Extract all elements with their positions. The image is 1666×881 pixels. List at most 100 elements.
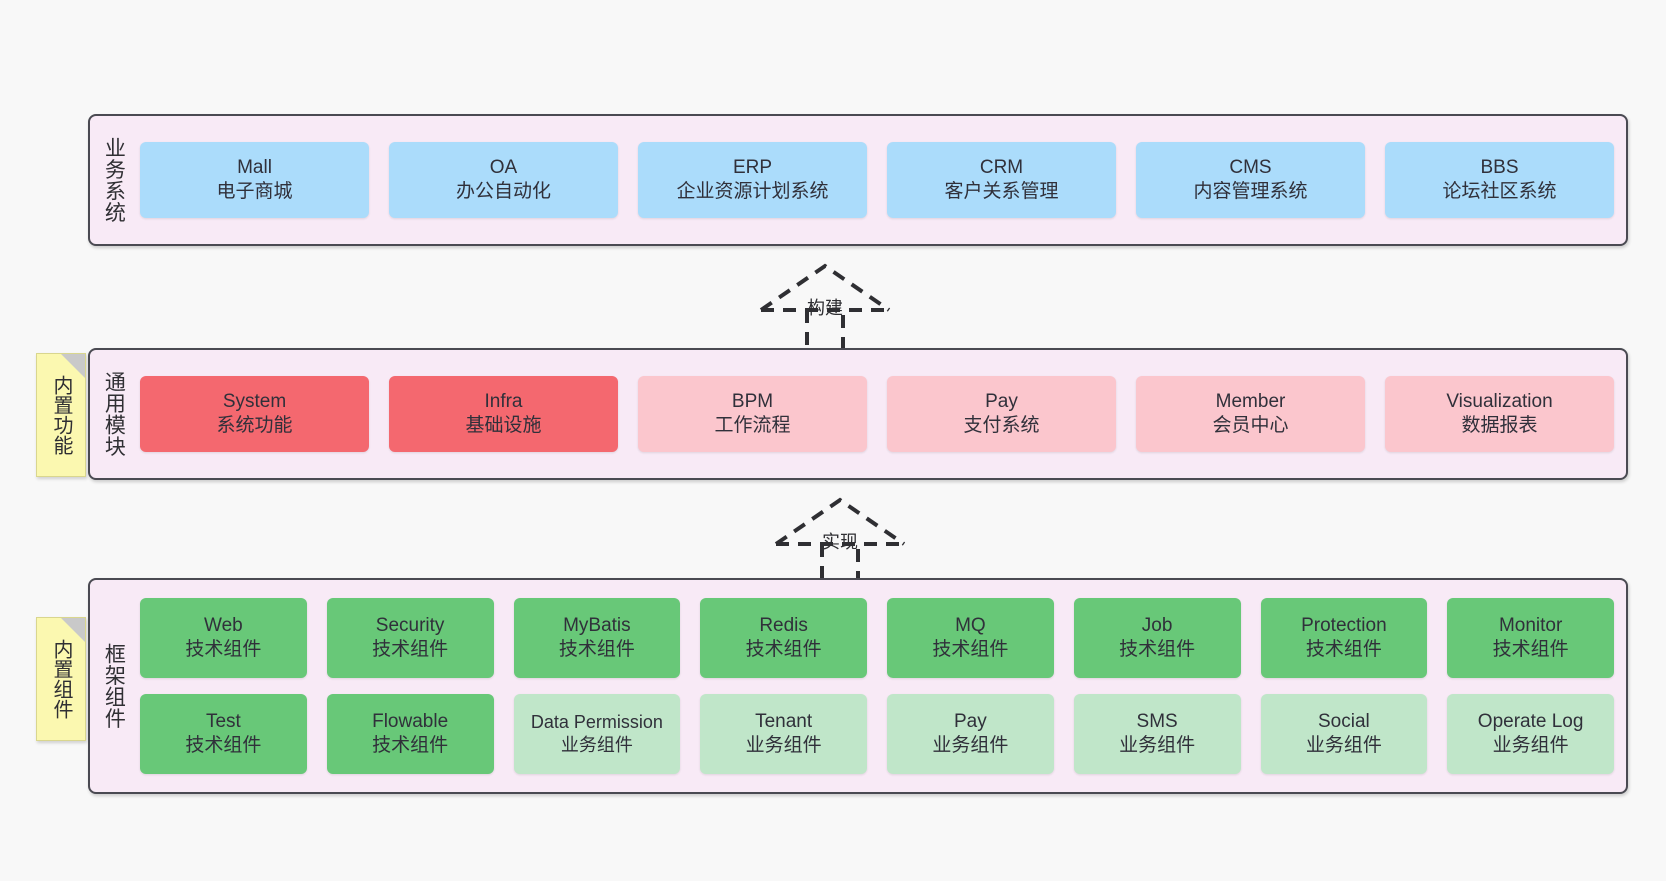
node-tenant[interactable]: Tenant 业务组件 (700, 694, 867, 774)
node-title: Protection (1301, 615, 1387, 637)
node-title: Data Permission (530, 712, 663, 733)
node-system[interactable]: System 系统功能 (140, 376, 369, 452)
node-title: Member (1215, 391, 1286, 413)
node-erp[interactable]: ERP 企业资源计划系统 (638, 142, 867, 218)
node-title: OA (489, 157, 518, 179)
node-title: CRM (979, 157, 1024, 179)
node-pay-component[interactable]: Pay 业务组件 (887, 694, 1054, 774)
node-title: BPM (731, 391, 774, 413)
node-title: Monitor (1498, 615, 1563, 637)
node-subtitle: 基础设施 (465, 415, 542, 436)
node-title: MyBatis (563, 615, 631, 637)
node-title: BBS (1480, 157, 1519, 179)
node-data-permission[interactable]: Data Permission 业务组件 (513, 694, 681, 774)
layer-body-framework-components: Web 技术组件 Security 技术组件 MyBatis 技术组件 Redi… (136, 580, 1626, 792)
node-subtitle: 技术组件 (558, 639, 635, 660)
node-subtitle: 技术组件 (372, 639, 449, 660)
node-subtitle: 系统功能 (216, 415, 293, 436)
node-mq[interactable]: MQ 技术组件 (887, 598, 1054, 678)
connector-implement-label: 实现 (822, 532, 858, 552)
node-flowable[interactable]: Flowable 技术组件 (326, 694, 494, 774)
node-title: Web (204, 615, 243, 637)
node-subtitle: 技术组件 (185, 735, 262, 756)
node-subtitle: 办公自动化 (455, 181, 551, 202)
connector-build-label: 构建 (807, 298, 843, 318)
node-member[interactable]: Member 会员中心 (1136, 376, 1365, 452)
node-title: MQ (955, 615, 986, 637)
node-subtitle: 技术组件 (1305, 639, 1382, 660)
node-title: Infra (484, 391, 523, 413)
note-label: 内置组件 (50, 639, 72, 719)
node-title: CMS (1229, 157, 1272, 179)
node-subtitle: 论坛社区系统 (1442, 181, 1557, 202)
node-title: SMS (1136, 711, 1178, 733)
node-operate-log[interactable]: Operate Log 业务组件 (1447, 694, 1614, 774)
node-social[interactable]: Social 业务组件 (1260, 694, 1428, 774)
node-title: ERP (732, 157, 773, 179)
node-mall[interactable]: Mall 电子商城 (140, 142, 369, 218)
node-subtitle: 业务组件 (932, 735, 1009, 756)
node-visualization[interactable]: Visualization 数据报表 (1385, 376, 1614, 452)
layer-business-systems: 业务系统 Mall 电子商城 OA 办公自动化 ERP 企业资源计划系统 CRM… (88, 114, 1628, 246)
node-title: Mall (237, 157, 272, 179)
node-title: Pay (985, 391, 1018, 413)
note-label: 内置功能 (50, 375, 72, 455)
node-crm[interactable]: CRM 客户关系管理 (887, 142, 1116, 218)
node-title: Flowable (372, 711, 449, 733)
node-subtitle: 技术组件 (1119, 639, 1196, 660)
node-sms[interactable]: SMS 业务组件 (1073, 694, 1241, 774)
layer-common-modules: 通用模块 System 系统功能 Infra 基础设施 BPM 工作流程 Pay… (88, 348, 1628, 480)
node-pay[interactable]: Pay 支付系统 (887, 376, 1116, 452)
node-title: System (222, 391, 287, 413)
node-subtitle: 电子商城 (216, 181, 293, 202)
node-security[interactable]: Security 技术组件 (326, 598, 494, 678)
layer-title-common-modules: 通用模块 (102, 371, 126, 457)
node-title: Redis (759, 615, 808, 637)
node-title: Operate Log (1477, 711, 1584, 733)
node-test[interactable]: Test 技术组件 (140, 694, 307, 774)
node-subtitle: 数据报表 (1461, 415, 1538, 436)
node-mybatis[interactable]: MyBatis 技术组件 (513, 598, 681, 678)
row: System 系统功能 Infra 基础设施 BPM 工作流程 Pay 支付系统… (140, 376, 1614, 452)
node-subtitle: 技术组件 (185, 639, 262, 660)
node-protection[interactable]: Protection 技术组件 (1260, 598, 1428, 678)
node-job[interactable]: Job 技术组件 (1073, 598, 1241, 678)
layer-body-business-systems: Mall 电子商城 OA 办公自动化 ERP 企业资源计划系统 CRM 客户关系… (136, 116, 1626, 244)
node-oa[interactable]: OA 办公自动化 (389, 142, 618, 218)
note-fold-icon (61, 354, 85, 378)
node-subtitle: 会员中心 (1212, 415, 1289, 436)
node-infra[interactable]: Infra 基础设施 (389, 376, 618, 452)
note-fold-icon (61, 618, 85, 642)
node-subtitle: 工作流程 (714, 415, 791, 436)
node-title: Tenant (755, 711, 813, 733)
layer-title-framework-components: 框架组件 (102, 643, 126, 729)
row: Mall 电子商城 OA 办公自动化 ERP 企业资源计划系统 CRM 客户关系… (140, 142, 1614, 218)
node-subtitle: 技术组件 (1492, 639, 1569, 660)
node-subtitle: 技术组件 (372, 735, 449, 756)
node-subtitle: 业务组件 (745, 735, 822, 756)
node-title: Social (1318, 711, 1370, 733)
node-subtitle: 业务组件 (1492, 735, 1569, 756)
node-title: Pay (954, 711, 987, 733)
node-subtitle: 客户关系管理 (944, 181, 1059, 202)
node-subtitle: 业务组件 (1305, 735, 1382, 756)
node-redis[interactable]: Redis 技术组件 (700, 598, 867, 678)
note-builtin-component: 内置组件 (36, 617, 86, 741)
node-subtitle: 业务组件 (1119, 735, 1196, 756)
connector-build-arrow: 构建 (745, 258, 905, 358)
node-title: Visualization (1446, 391, 1553, 413)
node-web[interactable]: Web 技术组件 (140, 598, 307, 678)
node-bbs[interactable]: BBS 论坛社区系统 (1385, 142, 1614, 218)
node-title: Job (1141, 615, 1173, 637)
layer-body-common-modules: System 系统功能 Infra 基础设施 BPM 工作流程 Pay 支付系统… (136, 350, 1626, 478)
layer-framework-components: 框架组件 Web 技术组件 Security 技术组件 MyBatis 技术组件… (88, 578, 1628, 794)
node-subtitle: 技术组件 (745, 639, 822, 660)
node-subtitle: 业务组件 (560, 735, 633, 755)
node-subtitle: 支付系统 (963, 415, 1040, 436)
node-cms[interactable]: CMS 内容管理系统 (1136, 142, 1365, 218)
node-monitor[interactable]: Monitor 技术组件 (1447, 598, 1614, 678)
node-title: Test (205, 711, 241, 733)
node-bpm[interactable]: BPM 工作流程 (638, 376, 867, 452)
connector-implement-arrow: 实现 (760, 492, 920, 592)
